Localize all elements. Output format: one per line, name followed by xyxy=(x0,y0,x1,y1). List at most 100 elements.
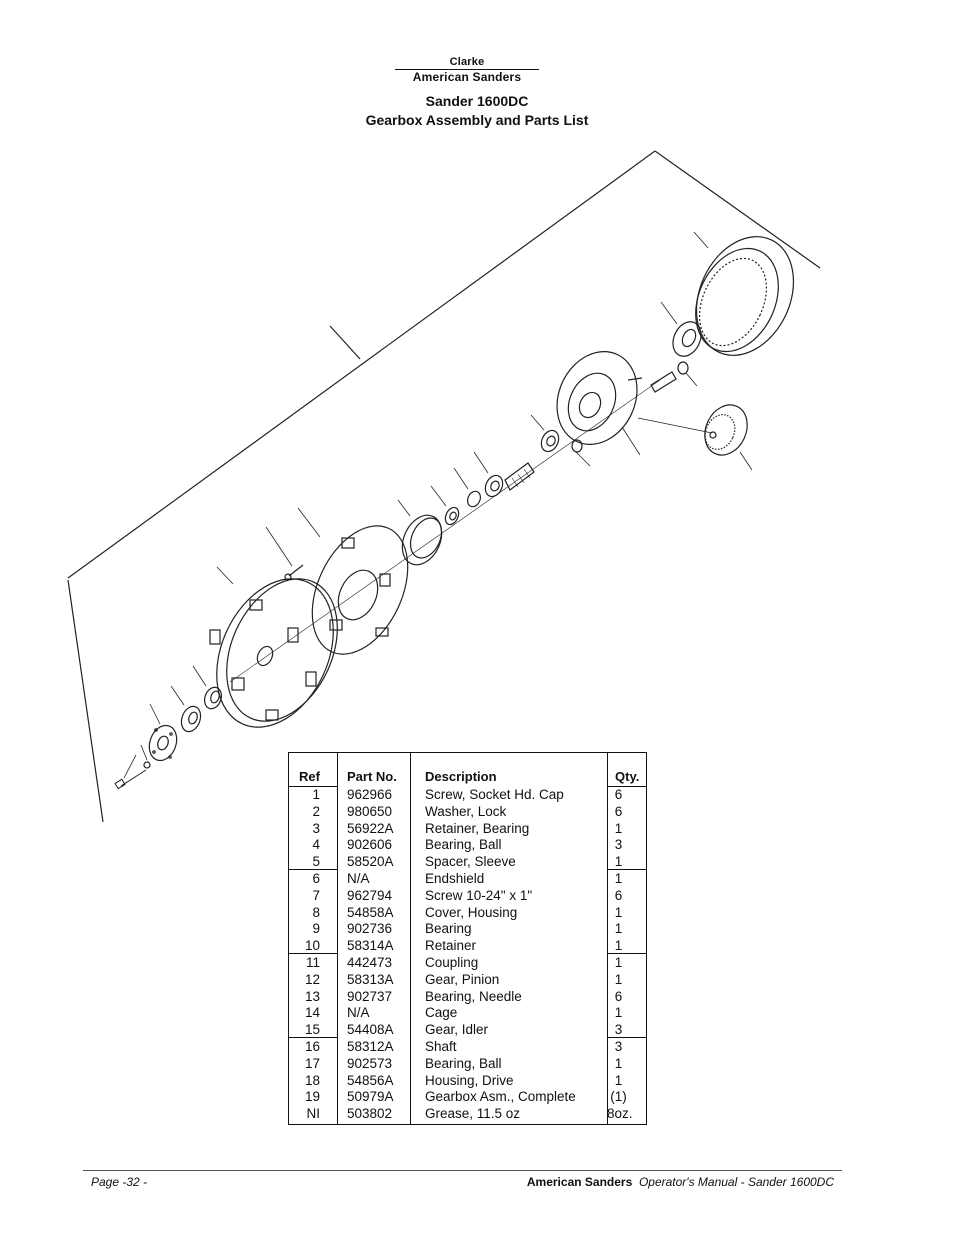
cell-description: Bearing, Ball xyxy=(425,837,502,853)
cell-qty: 1 xyxy=(614,1055,623,1071)
brand-logo: Clarke American Sanders xyxy=(395,56,539,84)
logo-rule xyxy=(395,69,539,70)
cell-description: Gear, Idler xyxy=(425,1022,489,1038)
cell-ref: 16 xyxy=(304,1039,320,1054)
cell-ref: 10 xyxy=(304,938,320,954)
header-description: Description xyxy=(425,769,497,784)
bracket-tick xyxy=(329,325,361,360)
group-divider xyxy=(289,869,337,870)
part-shaft xyxy=(650,361,698,393)
cell-ref: 17 xyxy=(304,1055,320,1071)
table-row: 16 58312A Shaft 3 xyxy=(289,1038,646,1055)
logo-american-sanders: American Sanders xyxy=(412,70,522,84)
cell-qty: 1 xyxy=(614,971,623,987)
cell-description: Bearing, Needle xyxy=(425,988,522,1004)
cell-part-no: 962794 xyxy=(347,887,393,903)
footer-manual-title: American Sanders Operator's Manual - San… xyxy=(527,1175,834,1189)
cell-ref: 8 xyxy=(312,904,320,920)
cell-description: Bearing xyxy=(425,921,472,937)
cell-ref: 5 xyxy=(312,854,320,870)
cell-qty: 3 xyxy=(614,1039,623,1054)
cell-part-no: 56922A xyxy=(347,820,394,836)
cell-qty: 1 xyxy=(614,1005,623,1021)
footer-brand: American Sanders xyxy=(526,1175,633,1189)
cell-ref: 3 xyxy=(312,820,320,836)
part-retainer xyxy=(430,485,460,526)
group-divider xyxy=(607,1037,647,1038)
cell-qty: 3 xyxy=(614,1022,623,1038)
column-divider xyxy=(337,753,338,1124)
group-divider xyxy=(289,1037,337,1038)
cell-description: Bearing, Ball xyxy=(425,1055,502,1071)
header-part-no: Part No. xyxy=(347,769,397,784)
cell-description: Washer, Lock xyxy=(425,803,507,819)
cell-qty: 6 xyxy=(614,887,623,903)
cell-part-no: 58313A xyxy=(347,971,394,987)
cell-qty: 1 xyxy=(614,854,623,870)
part-needle-bearing xyxy=(530,414,591,467)
logo-clarke: Clarke xyxy=(449,56,485,68)
part-coupling xyxy=(453,467,482,508)
column-divider xyxy=(410,753,411,1124)
cell-description: Coupling xyxy=(425,955,479,970)
group-divider xyxy=(607,953,647,954)
cell-description: Screw, Socket Hd. Cap xyxy=(425,787,564,802)
cell-part-no: 902737 xyxy=(347,988,393,1004)
part-cage xyxy=(556,351,643,456)
cell-qty: 1 xyxy=(614,921,623,937)
cell-qty: 6 xyxy=(614,787,623,802)
part-idler-gear xyxy=(637,404,753,471)
part-screw-10-24 xyxy=(265,526,304,581)
page-title: Sander 1600DC xyxy=(425,93,529,109)
cell-part-no: N/A xyxy=(347,1005,370,1021)
cell-part-no: 58314A xyxy=(347,938,394,954)
part-ball-bearing-17 xyxy=(660,301,702,357)
cell-part-no: N/A xyxy=(347,871,370,886)
part-bearing-retainer xyxy=(148,703,178,762)
cell-part-no: 902573 xyxy=(347,1055,393,1071)
column-divider xyxy=(607,753,608,1124)
cell-description: Housing, Drive xyxy=(425,1072,514,1088)
cell-ref: 11 xyxy=(305,955,320,970)
cell-part-no: 58312A xyxy=(347,1039,394,1054)
group-divider xyxy=(607,869,647,870)
cell-ref: 7 xyxy=(312,887,320,903)
row-divider xyxy=(607,786,647,787)
header-ref: Ref xyxy=(299,769,320,784)
cell-description: Cage xyxy=(425,1005,458,1021)
cell-part-no: 54408A xyxy=(347,1022,394,1038)
part-screw xyxy=(114,754,147,790)
cell-ref: 12 xyxy=(304,971,320,987)
cell-description: Shaft xyxy=(425,1039,457,1054)
assembly-axis xyxy=(229,379,661,683)
bracket-line-top xyxy=(67,150,656,579)
group-divider xyxy=(289,953,337,954)
cell-ref: 1 xyxy=(312,787,320,802)
header-qty: Qty. xyxy=(615,769,640,784)
cell-ref: 18 xyxy=(304,1072,320,1088)
cell-description: Gearbox Asm., Complete xyxy=(425,1089,576,1105)
cell-part-no: 902606 xyxy=(347,837,393,853)
cell-part-no: 54856A xyxy=(347,1072,394,1088)
cell-part-no: 503802 xyxy=(347,1106,393,1122)
cell-qty: 6 xyxy=(614,988,623,1004)
row-divider xyxy=(289,786,337,787)
cell-qty: 3 xyxy=(614,837,623,853)
cell-description: Spacer, Sleeve xyxy=(425,854,516,870)
page-number: Page -32 - xyxy=(91,1175,148,1189)
cell-qty: 8oz. xyxy=(607,1106,633,1122)
part-sleeve-spacer xyxy=(192,665,223,710)
cell-part-no: 980650 xyxy=(347,803,393,819)
bracket-line-right xyxy=(654,150,821,269)
cell-ref: NI xyxy=(306,1106,321,1122)
